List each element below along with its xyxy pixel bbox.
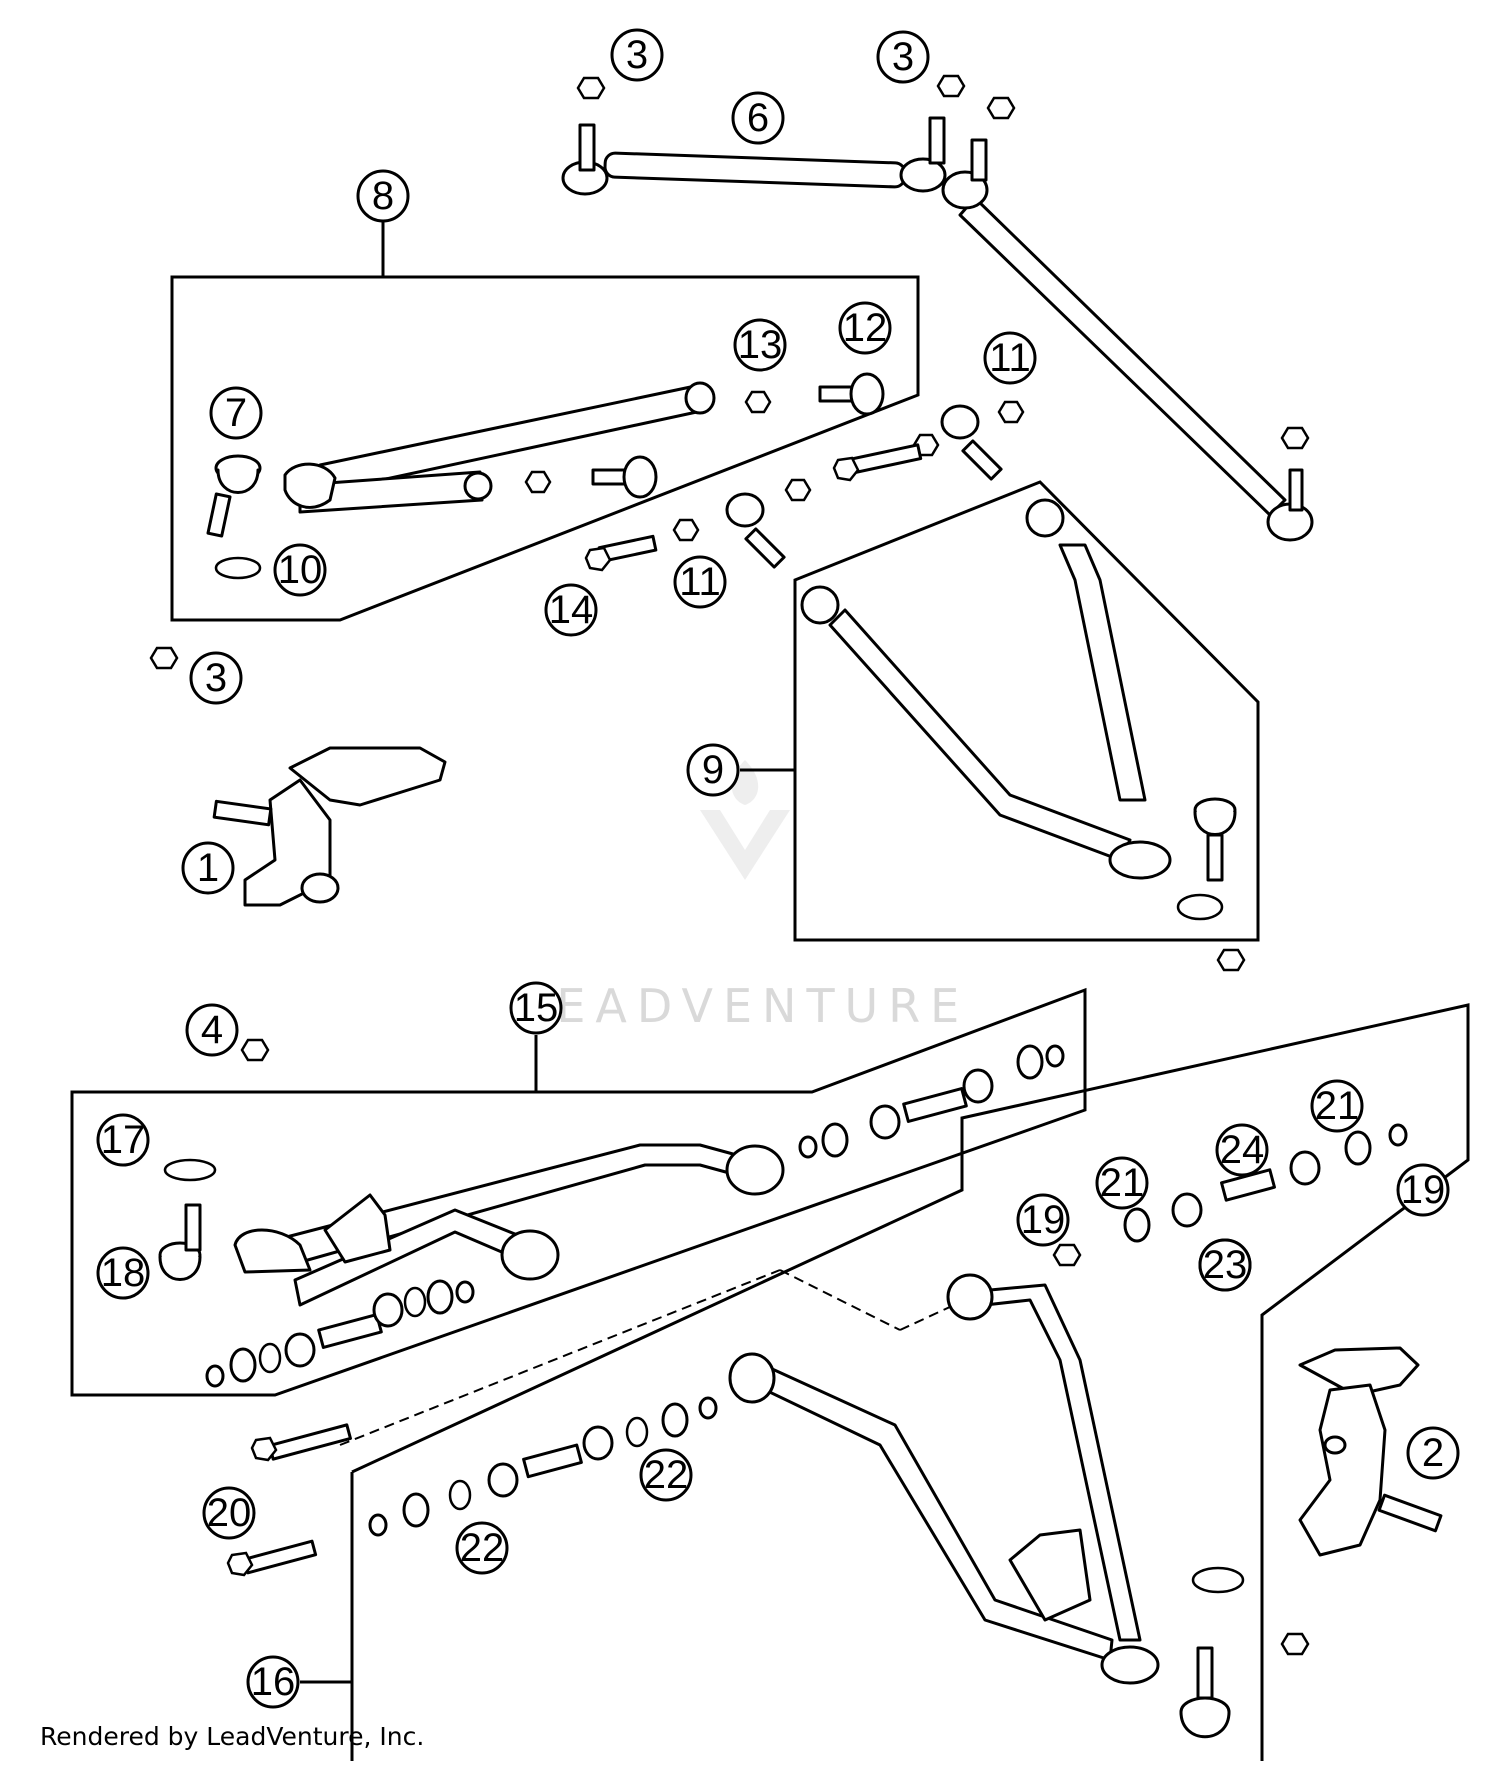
knuckle-1 [212,746,447,907]
callouts: 1 2 3 3 3 3 4 6 7 8 9 10 11 11 12 13 14 … [96,28,1460,1709]
svg-text:10: 10 [278,548,323,592]
svg-text:6: 6 [747,96,769,140]
svg-text:7: 7 [225,391,247,435]
leader-lines [339,1269,966,1446]
svg-text:24: 24 [1220,1128,1265,1172]
callout-22[interactable]: 22 [455,1521,509,1575]
svg-text:20: 20 [207,1491,252,1535]
svg-text:18: 18 [101,1251,146,1295]
callout-15[interactable]: 15 [509,981,563,1035]
callout-19[interactable]: 19 [1016,1193,1070,1247]
callout-1[interactable]: 1 [181,841,235,895]
svg-text:14: 14 [549,588,594,632]
bushings-15 [205,1044,1065,1388]
svg-text:8: 8 [372,174,394,218]
svg-text:22: 22 [460,1526,505,1570]
callout-7[interactable]: 7 [209,386,263,440]
callout-19[interactable]: 19 [1396,1163,1450,1217]
render-credit: Rendered by LeadVenture, Inc. [40,1722,425,1751]
bushings-16 [368,1123,1408,1537]
callout-17[interactable]: 17 [96,1113,150,1167]
callout-24[interactable]: 24 [1215,1123,1269,1177]
callout-18[interactable]: 18 [96,1246,150,1300]
arm-15 [233,1143,785,1307]
svg-text:15: 15 [514,986,559,1030]
frame-8 [170,222,920,622]
tie-rod-short [561,116,947,196]
svg-text:21: 21 [1315,1084,1360,1128]
upper-arm-assembly [283,381,716,514]
svg-text:12: 12 [843,306,888,350]
callout-16[interactable]: 16 [246,1655,300,1709]
svg-text:11: 11 [679,560,721,604]
callout-3[interactable]: 3 [189,651,243,705]
callout-6[interactable]: 6 [731,91,785,145]
ring-17 [163,1158,217,1182]
callout-12[interactable]: 12 [838,301,892,355]
svg-text:9: 9 [702,748,724,792]
ball-joint-7 [206,454,262,538]
nut-9 [1216,948,1246,972]
callout-23-lower-label: 23 [1203,1243,1248,1287]
svg-text:3: 3 [626,33,648,77]
ring-16 [1191,1566,1245,1594]
callout-13[interactable]: 13 [733,318,787,372]
svg-text:1: 1 [197,846,219,890]
callout-10[interactable]: 10 [273,543,327,597]
callout-11[interactable]: 11 [983,331,1037,385]
svg-text:3: 3 [205,656,227,700]
callout-20[interactable]: 20 [202,1486,256,1540]
nuts-3 [149,74,1310,670]
knuckle-2 [1298,1346,1443,1557]
svg-text:11: 11 [989,336,1031,380]
ball-joint-18 [158,1203,202,1281]
arm-16 [728,1273,1160,1685]
callout-3[interactable]: 3 [876,30,930,84]
callout-2[interactable]: 2 [1406,1426,1460,1480]
callout-21[interactable]: 21 [1310,1079,1364,1133]
svg-text:2: 2 [1422,1431,1444,1475]
bolts-20 [226,1423,352,1577]
arm-9 [800,498,1172,880]
ring-10 [214,556,262,580]
svg-text:4: 4 [201,1008,223,1052]
callout-21[interactable]: 21 [1095,1156,1149,1210]
callout-4[interactable]: 4 [185,1003,239,1057]
frame-15 [70,987,1087,1397]
nut-4 [240,1038,270,1062]
watermark-text: LEADVENTURE [521,979,970,1033]
callout-11[interactable]: 11 [673,555,727,609]
svg-text:17: 17 [101,1118,146,1162]
callout-23-lower[interactable]: 23 [1198,1238,1252,1292]
svg-text:19: 19 [1021,1198,1066,1242]
svg-text:22: 22 [644,1453,689,1497]
callout-14[interactable]: 14 [544,583,598,637]
callout-9[interactable]: 9 [686,743,740,797]
callout-8[interactable]: 8 [356,169,410,223]
svg-text:21: 21 [1100,1161,1145,1205]
svg-text:13: 13 [738,323,783,367]
callout-22[interactable]: 22 [639,1448,693,1502]
ball-joint-9 [1193,797,1237,882]
tie-rod-long [941,138,1314,542]
frame-16 [300,1003,1470,1761]
ring-9 [1176,893,1224,921]
ball-joint-16 [1179,1646,1231,1739]
hardware-upper [524,372,1025,572]
svg-text:3: 3 [892,35,914,79]
svg-text:19: 19 [1401,1168,1446,1212]
callout-3[interactable]: 3 [610,28,664,82]
svg-text:16: 16 [251,1660,296,1704]
frame-9 [740,480,1260,942]
nut-16 [1280,1632,1310,1656]
